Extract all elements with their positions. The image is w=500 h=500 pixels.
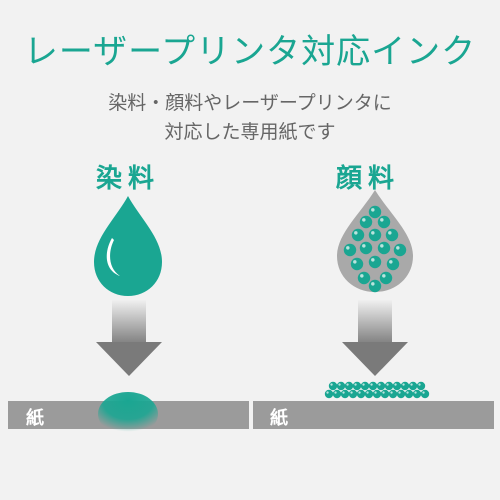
dye-label: 染料 xyxy=(95,164,160,194)
pigment-particle xyxy=(404,389,414,399)
pigment-particle xyxy=(352,381,362,391)
pigment-particle-highlight xyxy=(398,391,401,394)
pigment-particle-highlight xyxy=(326,391,329,394)
dye-absorbed-spot xyxy=(98,392,158,436)
pigment-particle-highlight xyxy=(406,391,409,394)
pigment-particle xyxy=(416,381,426,391)
down-arrow-icon xyxy=(342,300,408,376)
pigment-particle xyxy=(348,389,358,399)
paper-label-dye: 紙 xyxy=(26,408,44,429)
pigment-particle xyxy=(360,381,370,391)
pigment-particle-highlight xyxy=(371,231,375,235)
pigment-particle xyxy=(376,381,386,391)
pigment-particle-highlight xyxy=(390,391,393,394)
pigment-particle-highlight xyxy=(354,383,357,386)
down-arrow-icon xyxy=(96,300,162,376)
paper-bar-pigment xyxy=(253,401,494,429)
pigment-particle-highlight xyxy=(382,391,385,394)
pigment-particle xyxy=(324,389,334,399)
pigment-particle xyxy=(386,257,400,271)
dye-drop-icon xyxy=(94,196,162,296)
pigment-particle-highlight xyxy=(380,218,384,222)
page-title: レーザープリンタ対応インク xyxy=(23,32,477,72)
pigment-particle-highlight xyxy=(382,274,386,278)
pigment-particle xyxy=(412,389,422,399)
pigment-particle-highlight xyxy=(388,231,392,235)
pigment-particle-highlight xyxy=(370,383,373,386)
pigment-particle xyxy=(328,381,338,391)
pigment-particle xyxy=(379,271,393,285)
pigment-particle xyxy=(400,381,410,391)
pigment-particle xyxy=(384,381,394,391)
pigment-particle-highlight xyxy=(389,260,393,264)
pigment-particle xyxy=(420,389,430,399)
pigment-particle xyxy=(393,243,407,257)
pigment-particle-highlight xyxy=(353,260,357,264)
pigment-particle xyxy=(368,228,382,242)
pigment-particle xyxy=(357,271,371,285)
pigment-particles xyxy=(343,205,407,293)
pigment-particle xyxy=(356,389,366,399)
pigment-particle xyxy=(364,389,374,399)
pigment-particle xyxy=(343,243,357,257)
pigment-particle-highlight xyxy=(410,383,413,386)
pigment-particle-highlight xyxy=(402,383,405,386)
pigment-particle xyxy=(388,389,398,399)
pigment-particle-highlight xyxy=(360,274,364,278)
pigment-particle xyxy=(372,389,382,399)
pigment-particle-highlight xyxy=(394,383,397,386)
paper-label-pigment: 紙 xyxy=(270,408,288,429)
pigment-particle xyxy=(359,241,373,255)
pigment-particle-highlight xyxy=(371,208,375,212)
subtitle-line-1: 染料・顔料やレーザープリンタに xyxy=(108,92,392,114)
pigment-particle-highlight xyxy=(362,218,366,222)
pigment-particle xyxy=(392,381,402,391)
subtitle-line-2: 対応した専用紙です xyxy=(164,121,336,143)
pigment-particle-highlight xyxy=(358,391,361,394)
pigment-particle-highlight xyxy=(366,391,369,394)
pigment-particle xyxy=(377,241,391,255)
pigment-particle xyxy=(340,389,350,399)
pigment-particle xyxy=(377,215,391,229)
pigment-particle xyxy=(344,381,354,391)
pigment-particle-highlight xyxy=(386,383,389,386)
pigment-particle xyxy=(350,257,364,271)
pigment-particle xyxy=(408,381,418,391)
pigment-particle-highlight xyxy=(374,391,377,394)
pigment-particle xyxy=(368,205,382,219)
pigment-label: 顔料 xyxy=(335,164,400,194)
pigment-particle-highlight xyxy=(346,246,350,250)
pigment-particle-highlight xyxy=(354,231,358,235)
pigment-particle-highlight xyxy=(378,383,381,386)
pigment-particle xyxy=(332,389,342,399)
pigment-particle-highlight xyxy=(362,383,365,386)
pigment-particle xyxy=(368,381,378,391)
pigment-particle-highlight xyxy=(334,391,337,394)
pigment-particle xyxy=(368,255,382,269)
pigment-surface-layer xyxy=(324,381,430,399)
pigment-particle-highlight xyxy=(346,383,349,386)
pigment-particle-highlight xyxy=(338,383,341,386)
pigment-particle xyxy=(380,389,390,399)
pigment-particle-highlight xyxy=(362,244,366,248)
pigment-particle xyxy=(385,228,399,242)
pigment-particle-highlight xyxy=(371,282,375,286)
pigment-particle-highlight xyxy=(414,391,417,394)
pigment-particle-highlight xyxy=(350,391,353,394)
pigment-particle-highlight xyxy=(422,391,425,394)
pigment-particle xyxy=(359,215,373,229)
pigment-particle-highlight xyxy=(342,391,345,394)
pigment-particle-highlight xyxy=(396,246,400,250)
pigment-particle xyxy=(368,279,382,293)
pigment-particle-highlight xyxy=(380,244,384,248)
pigment-drop-icon xyxy=(337,190,413,293)
pigment-particle xyxy=(351,228,365,242)
pigment-particle xyxy=(396,389,406,399)
pigment-particle-highlight xyxy=(330,383,333,386)
pigment-particle-highlight xyxy=(371,258,375,262)
pigment-particle xyxy=(336,381,346,391)
pigment-particle-highlight xyxy=(418,383,421,386)
